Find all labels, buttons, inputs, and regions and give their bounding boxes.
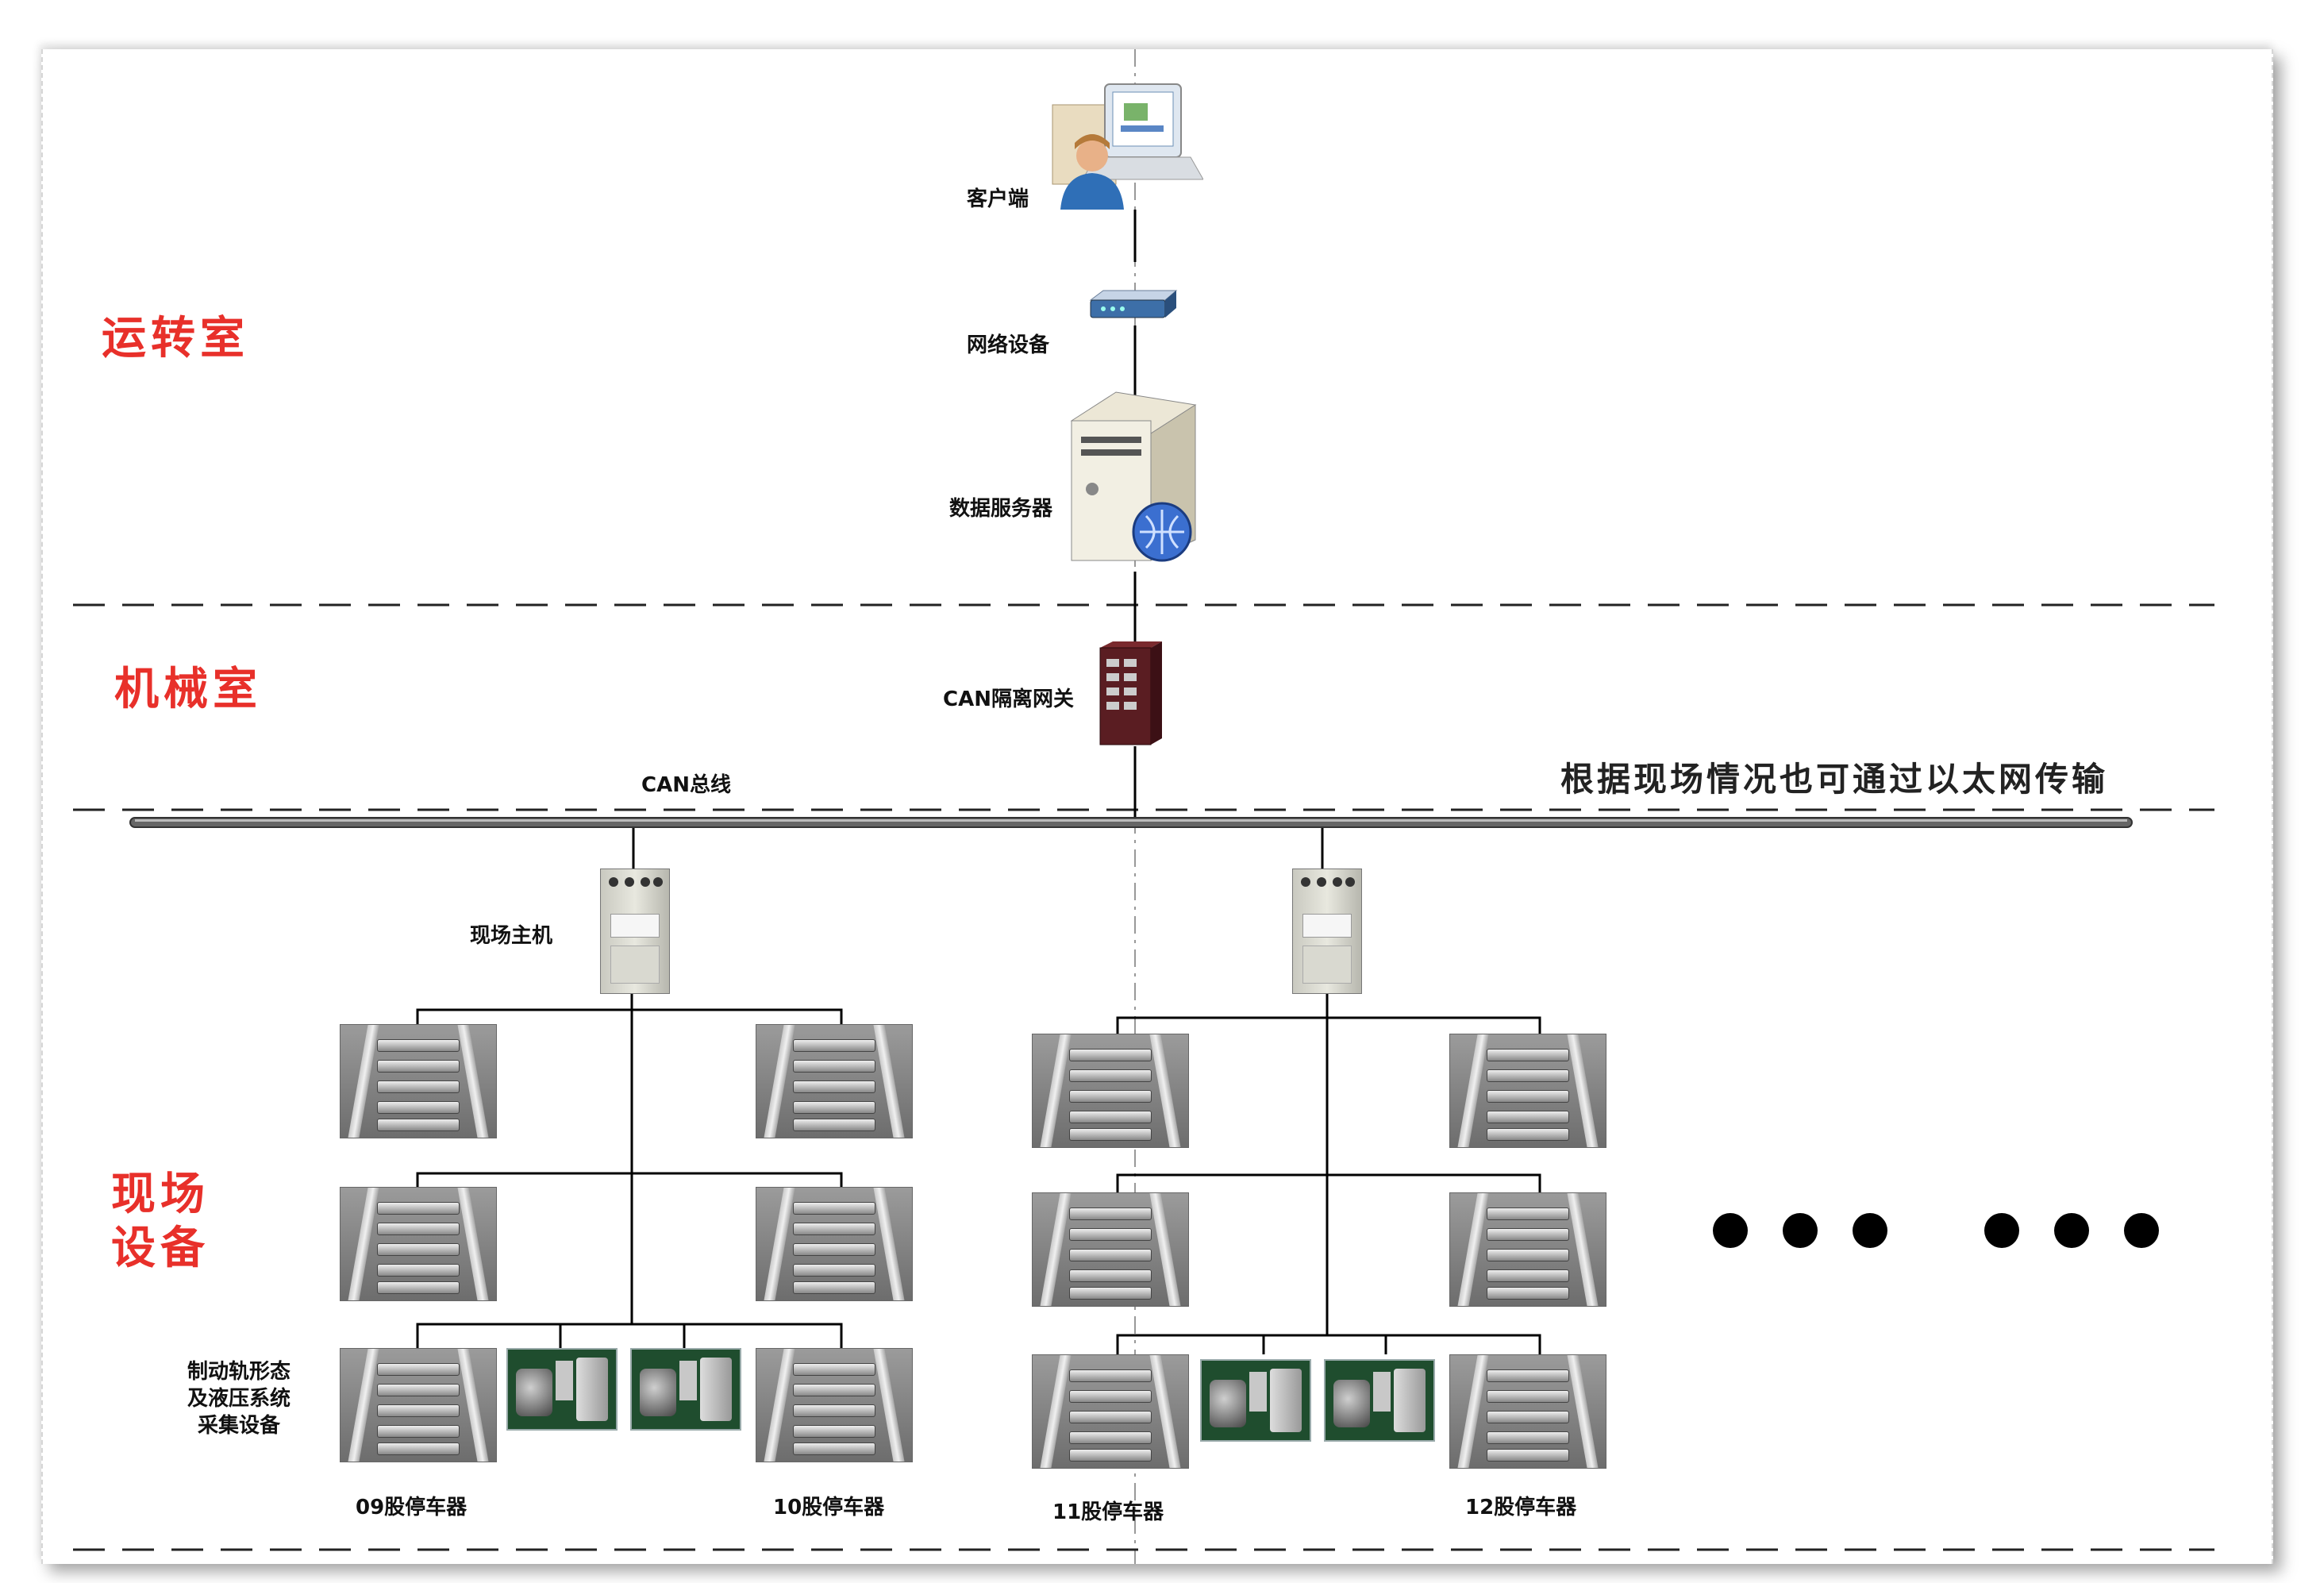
field-host-2-icon (1292, 869, 1362, 994)
retarder-track-image (1032, 1354, 1189, 1469)
ellipsis-dot (2054, 1213, 2089, 1248)
data-server-label: 数据服务器 (949, 497, 1053, 521)
host2-row1 (1116, 1016, 1541, 1034)
retarder-track-image (1032, 1034, 1189, 1148)
collection-device-label: 制动轨形态 及液压系统 采集设备 (187, 1360, 291, 1438)
retarder-track-image (1449, 1192, 1606, 1307)
can-gateway-label: CAN隔离网关 (943, 688, 1074, 711)
ellipsis-dot (2124, 1213, 2159, 1248)
host1-row1 (416, 1008, 843, 1024)
zone-label-field-equipment: 现场 设备 (111, 1168, 210, 1275)
network-device-label: 网络设备 (967, 333, 1050, 357)
can-bus-bar (129, 817, 2133, 828)
ellipsis-dot (1984, 1213, 2019, 1248)
host1-row2 (416, 1172, 843, 1187)
retarder-11-label: 11股停车器 (1052, 1500, 1164, 1524)
client-label: 客户端 (967, 187, 1029, 211)
host2-row3 (1116, 1334, 1541, 1354)
zone-label-machine-room: 机械室 (114, 663, 262, 715)
router-icon (1089, 290, 1178, 318)
retarder-10-label: 10股停车器 (773, 1496, 885, 1519)
hydraulic-unit-image (630, 1348, 741, 1431)
retarder-track-image (1032, 1192, 1189, 1307)
ellipsis-dot (1713, 1213, 1748, 1248)
server-icon (1070, 391, 1197, 562)
retarder-track-image (340, 1348, 497, 1462)
retarder-track-image (756, 1024, 913, 1138)
retarder-track-image (340, 1187, 497, 1301)
retarder-track-image (756, 1348, 913, 1462)
ellipsis-dot (1783, 1213, 1818, 1248)
can-bus-label: CAN总线 (641, 773, 731, 797)
field-host-label: 现场主机 (470, 924, 553, 948)
zone-label-operations-room: 运转室 (102, 312, 249, 364)
ethernet-note: 根据现场情况也可通过以太网传输 (1560, 760, 2109, 799)
hydraulic-unit-image (1200, 1359, 1311, 1442)
retarder-09-label: 09股停车器 (356, 1496, 467, 1519)
retarder-track-image (756, 1187, 913, 1301)
retarder-track-image (1449, 1354, 1606, 1469)
client-computer-icon (1052, 83, 1203, 210)
can-gateway-icon (1099, 641, 1162, 745)
field-host-1-icon (600, 869, 670, 994)
hydraulic-unit-image (506, 1348, 618, 1431)
host1-row3 (416, 1323, 843, 1348)
retarder-12-label: 12股停车器 (1465, 1496, 1577, 1519)
host2-row2 (1116, 1173, 1541, 1192)
retarder-track-image (1449, 1034, 1606, 1148)
retarder-track-image (340, 1024, 497, 1138)
ellipsis-dot (1853, 1213, 1887, 1248)
hydraulic-unit-image (1324, 1359, 1435, 1442)
